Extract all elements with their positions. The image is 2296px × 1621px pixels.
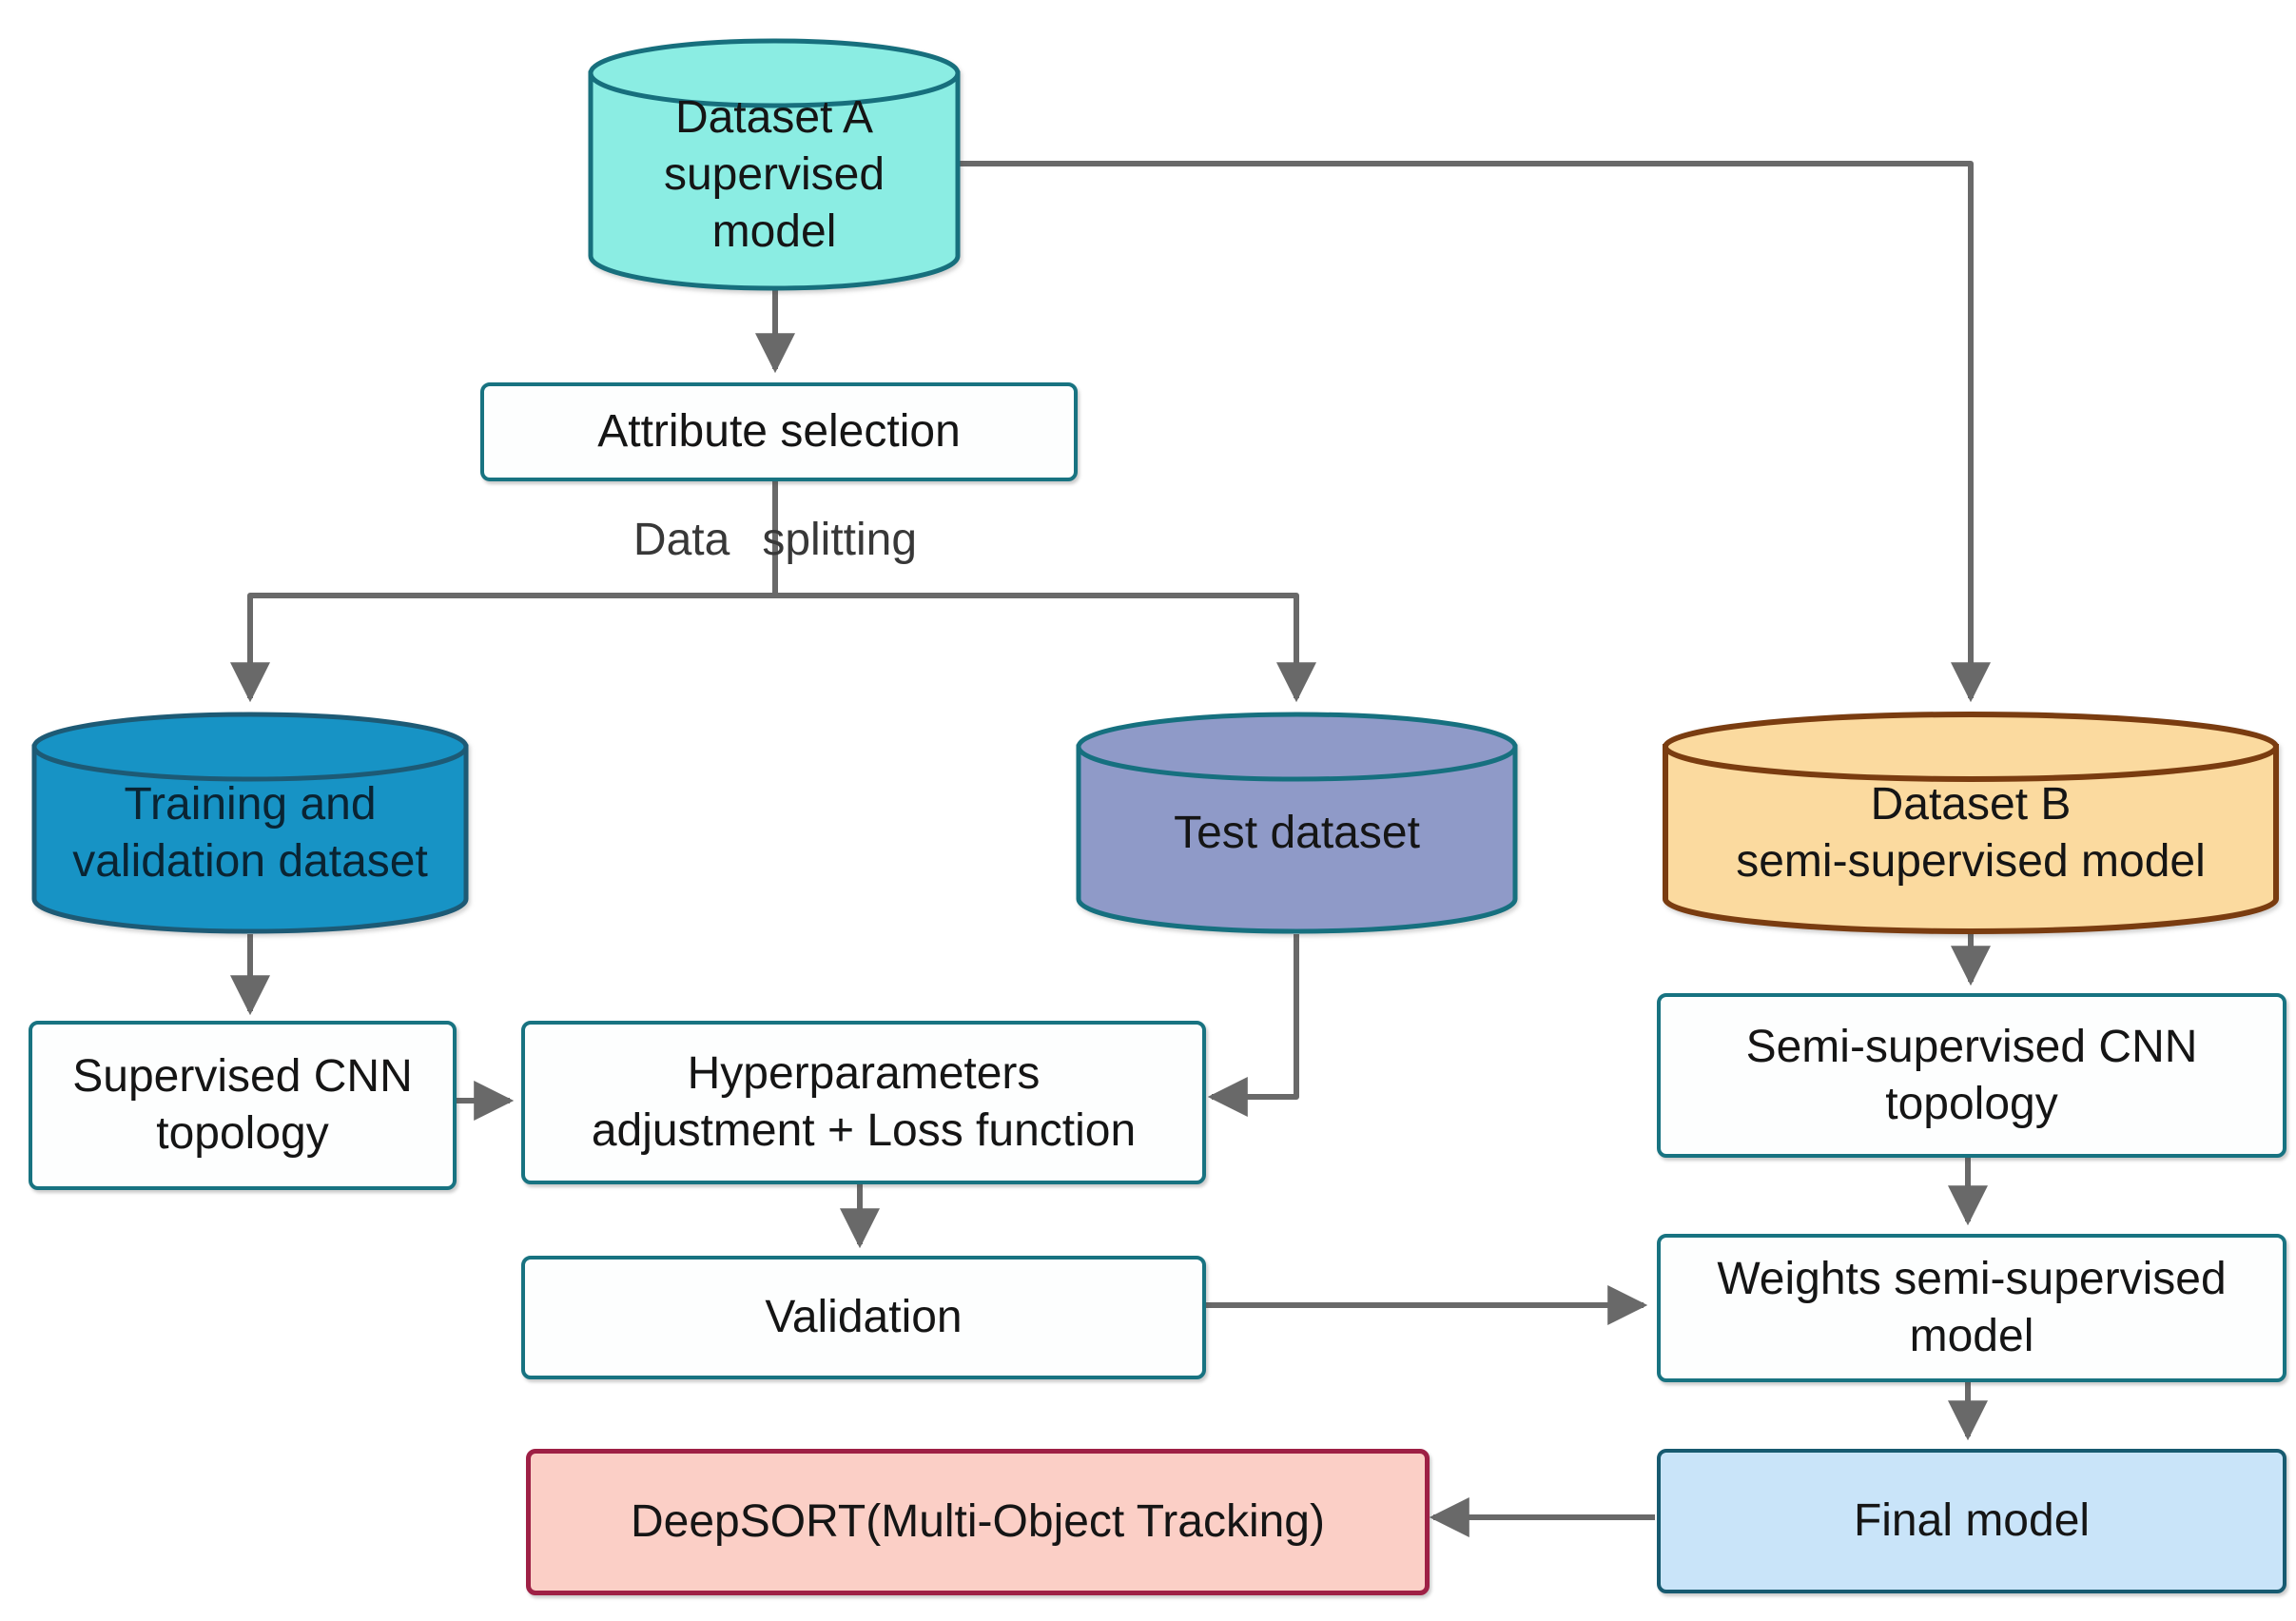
label-line: Weights semi-supervised: [1717, 1254, 2227, 1304]
edge-split-to-test-dataset: [775, 593, 1316, 703]
label-line: Semi-supervised CNN: [1745, 1021, 2198, 1072]
label-line: validation dataset: [72, 836, 428, 887]
node-final-model: Final model: [1657, 1449, 2286, 1593]
node-attribute-selection: Attribute selection: [480, 382, 1078, 481]
node-label: Test dataset: [1174, 808, 1420, 858]
cylinder-icon: [31, 712, 469, 934]
node-dataset-a: Dataset A supervised model: [588, 38, 961, 291]
label-line: semi-supervised model: [1736, 836, 2206, 887]
label-line: Training and: [124, 779, 377, 830]
label-line: topology: [156, 1108, 329, 1159]
node-label: Final model: [1853, 1495, 2091, 1546]
edge-label-word: Data: [632, 515, 730, 565]
label-line: Hyperparameters: [687, 1048, 1041, 1099]
label-line: Dataset B: [1870, 779, 2072, 830]
node-label: Dataset B semi-supervised model: [1736, 755, 2206, 890]
node-label: Weights semi-supervised model: [1717, 1251, 2226, 1365]
node-label: Validation: [765, 1292, 963, 1342]
node-label: Hyperparameters adjustment + Loss functi…: [592, 1045, 1136, 1160]
cylinder-icon: [588, 38, 961, 291]
label-line: Dataset A: [674, 92, 874, 143]
node-hyperparameters-adjustment: Hyperparameters adjustment + Loss functi…: [521, 1021, 1206, 1184]
node-label: Training and validation dataset: [72, 755, 428, 890]
label-line: topology: [1885, 1078, 2058, 1129]
node-validation: Validation: [521, 1256, 1206, 1379]
node-dataset-b: Dataset B semi-supervised model: [1663, 712, 2279, 934]
label-line: supervised: [663, 149, 885, 200]
label-line: model: [1909, 1311, 2034, 1361]
node-weights-semi-supervised-model: Weights semi-supervised model: [1657, 1234, 2286, 1382]
edge-dataset-a-to-dataset-b: [959, 161, 1991, 703]
node-test-dataset: Test dataset: [1076, 712, 1518, 934]
edge-label-data-splitting: Data splitting: [480, 514, 1070, 566]
node-label: DeepSORT(Multi-Object Tracking): [631, 1496, 1325, 1547]
node-label: Semi-supervised CNN topology: [1746, 1019, 2198, 1133]
node-training-validation-dataset: Training and validation dataset: [31, 712, 469, 934]
node-semi-supervised-cnn-topology: Semi-supervised CNN topology: [1657, 993, 2286, 1158]
label-line: adjustment + Loss function: [591, 1105, 1137, 1156]
node-supervised-cnn-topology: Supervised CNN topology: [29, 1021, 457, 1190]
edge-split-to-training-validation: [230, 593, 775, 703]
node-label: Dataset A supervised model: [664, 68, 885, 261]
node-deepsort: DeepSORT(Multi-Object Tracking): [526, 1449, 1430, 1595]
label-line: Supervised CNN: [72, 1051, 413, 1102]
cylinder-icon: [1663, 712, 2279, 934]
node-label: Supervised CNN topology: [72, 1048, 412, 1162]
node-label: Attribute selection: [597, 406, 961, 457]
cylinder-icon: [1076, 712, 1518, 934]
edge-test-dataset-to-hyperparameters: [1207, 934, 1299, 1117]
edge-label-word: splitting: [762, 515, 918, 565]
label-line: model: [711, 206, 837, 257]
